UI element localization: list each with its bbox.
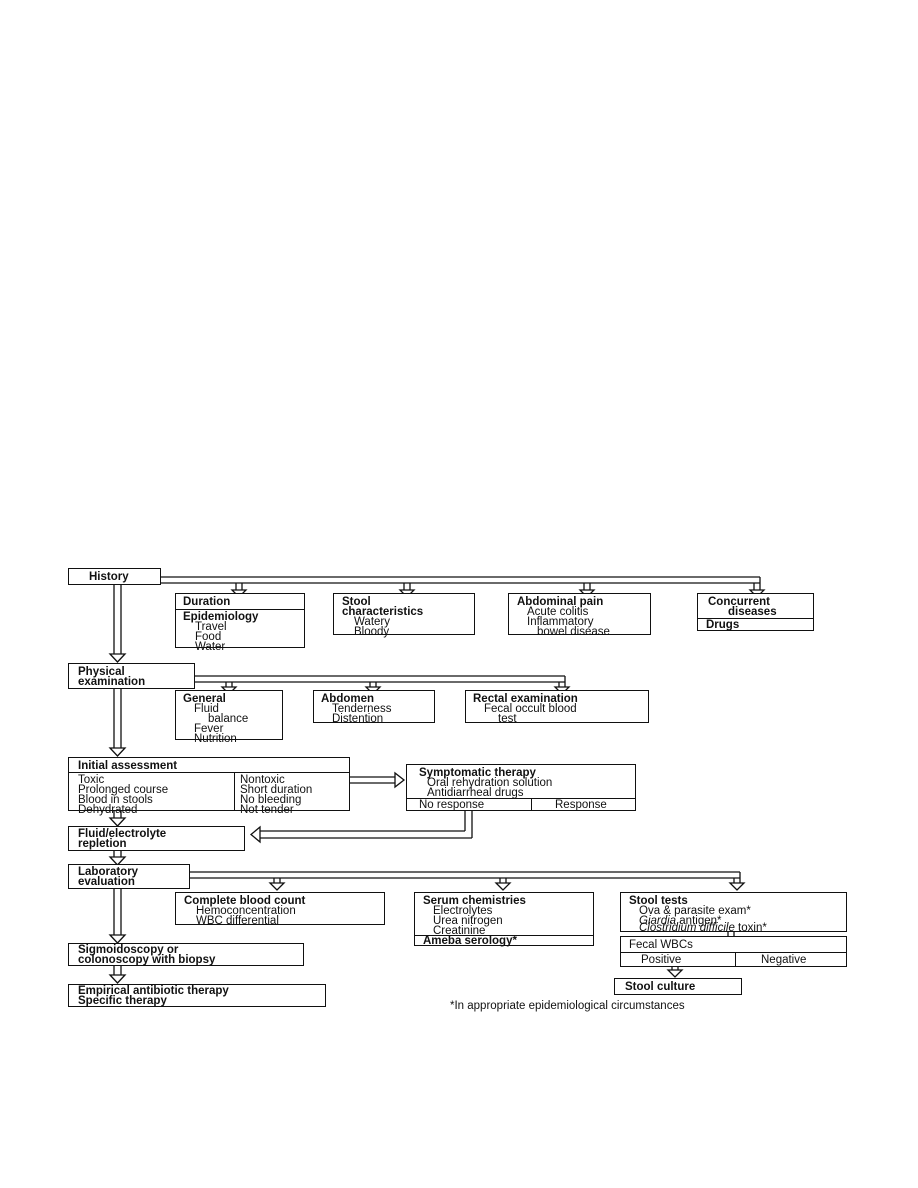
no-response-label: No response xyxy=(419,799,485,811)
cbc-title: Complete blood count xyxy=(184,895,306,907)
symptomatic-item-antidiarrheal: Antidiarrheal drugs xyxy=(427,787,524,799)
giardia-rest: antigen* xyxy=(676,915,722,927)
assessment-right-no-bleeding: No bleeding xyxy=(240,794,302,806)
abdomen-title: Abdomen xyxy=(321,693,375,705)
abdomen-item-distention: Distention xyxy=(332,713,384,725)
rectal-item-test: test xyxy=(498,713,517,725)
epidemiology-item-food: Food xyxy=(195,631,222,643)
assessment-right-nontoxic: Nontoxic xyxy=(240,774,285,786)
duration-title: Duration xyxy=(183,596,231,608)
general-item-fever: Fever xyxy=(194,723,224,735)
clostridium-italic: Clostridium difficile xyxy=(639,922,735,934)
stool-tests-title: Stool tests xyxy=(629,895,688,907)
rectal-exam-box: Rectal examination Fecal occult blood te… xyxy=(465,690,649,725)
stool-tests-box: Stool tests Ova & parasite exam* Giardia… xyxy=(620,892,847,934)
concurrent-title-1: Concurrent xyxy=(708,596,770,608)
abdominal-item-bowel-disease: bowel disease xyxy=(537,626,610,638)
general-item-nutrition: Nutrition xyxy=(194,733,237,745)
footnote: *In appropriate epidemiological circumst… xyxy=(450,1000,685,1012)
general-item-fluid: Fluid xyxy=(194,703,219,715)
concurrent-diseases-box: Concurrent diseases Drugs xyxy=(697,593,814,631)
stool-tests-ova: Ova & parasite exam* xyxy=(639,905,751,917)
history-box: History xyxy=(68,568,161,585)
initial-assessment-title: Initial assessment xyxy=(78,760,178,772)
fecal-wbc-box: Fecal WBCs Positive Negative xyxy=(620,936,847,967)
physical-exam-box: Physical examination xyxy=(68,663,195,689)
laboratory-label-1: Laboratory xyxy=(78,866,139,878)
stool-tests-clostridium: Clostridium difficile toxin* xyxy=(639,922,767,934)
assessment-right-not-tender: Not tender xyxy=(240,804,294,816)
initial-assessment-box: Initial assessment Toxic Prolonged cours… xyxy=(68,757,350,816)
serum-item-electrolytes: Electrolytes xyxy=(433,905,493,917)
general-item-balance: balance xyxy=(208,713,249,725)
rectal-title: Rectal examination xyxy=(473,693,578,705)
assessment-left-dehydrated: Dehydrated xyxy=(78,804,138,816)
rectal-item-fecal-occult: Fecal occult blood xyxy=(484,703,577,715)
duration-epidemiology-box: Duration Epidemiology Travel Food Water xyxy=(175,593,305,653)
stool-characteristics-box: Stool characteristics Watery Bloody xyxy=(333,593,475,638)
concurrent-title-2: diseases xyxy=(728,606,777,618)
cbc-item-hemo: Hemoconcentration xyxy=(196,905,296,917)
sigmoidoscopy-label-1: Sigmoidoscopy or xyxy=(78,944,179,956)
clostridium-rest: toxin* xyxy=(734,922,767,934)
sigmoidoscopy-box: Sigmoidoscopy or colonoscopy with biopsy xyxy=(68,943,304,966)
abdominal-item-inflammatory: Inflammatory xyxy=(527,616,594,628)
symptomatic-item-oral: Oral rehydration solution xyxy=(427,777,553,789)
symptomatic-title: Symptomatic therapy xyxy=(419,767,536,779)
epidemiology-item-travel: Travel xyxy=(195,621,227,633)
laboratory-label-2: evaluation xyxy=(78,876,135,888)
empirical-label-2: Specific therapy xyxy=(78,995,167,1007)
sigmoidoscopy-label-2: colonoscopy with biopsy xyxy=(78,954,216,966)
stool-culture-label: Stool culture xyxy=(625,981,696,993)
fecal-wbc-title: Fecal WBCs xyxy=(629,939,693,951)
general-title: General xyxy=(183,693,226,705)
response-label: Response xyxy=(555,799,607,811)
cbc-item-wbc: WBC differential xyxy=(196,915,279,927)
physical-exam-label-2: examination xyxy=(78,676,146,688)
abdominal-item-acute-colitis: Acute colitis xyxy=(527,606,589,618)
fluid-repletion-box: Fluid/electrolyte repletion xyxy=(68,826,245,851)
laboratory-box: Laboratory evaluation xyxy=(68,864,190,889)
fluid-label-2: repletion xyxy=(78,838,127,850)
cbc-box: Complete blood count Hemoconcentration W… xyxy=(175,892,385,927)
epidemiology-title: Epidemiology xyxy=(183,611,259,623)
stool-item-watery: Watery xyxy=(354,616,390,628)
history-label: History xyxy=(89,571,129,583)
assessment-right-short: Short duration xyxy=(240,784,313,796)
serum-title: Serum chemistries xyxy=(423,895,526,907)
symptomatic-therapy-box: Symptomatic therapy Oral rehydration sol… xyxy=(406,764,636,811)
assessment-left-prolonged: Prolonged course xyxy=(78,784,169,796)
giardia-italic: Giardia xyxy=(639,915,677,927)
assessment-left-toxic: Toxic xyxy=(78,774,105,786)
stool-characteristics-title-1: Stool xyxy=(342,596,371,608)
stool-culture-box: Stool culture xyxy=(614,978,742,995)
abdomen-item-tenderness: Tenderness xyxy=(332,703,392,715)
stool-tests-giardia: Giardia antigen* xyxy=(639,915,721,927)
ameba-serology-label: Ameba serology* xyxy=(423,935,517,947)
epidemiology-item-water: Water xyxy=(195,641,226,653)
drugs-label: Drugs xyxy=(706,619,740,631)
fluid-label-1: Fluid/electrolyte xyxy=(78,828,167,840)
serum-chemistries-box: Serum chemistries Electrolytes Urea nitr… xyxy=(414,892,594,947)
fecal-negative-label: Negative xyxy=(761,954,807,966)
general-box: General Fluid balance Fever Nutrition xyxy=(175,690,283,745)
serum-item-creatinine: Creatinine xyxy=(433,925,486,937)
stool-item-bloody: Bloody xyxy=(354,626,390,638)
serum-item-urea: Urea nitrogen xyxy=(433,915,503,927)
assessment-left-blood: Blood in stools xyxy=(78,794,153,806)
fecal-positive-label: Positive xyxy=(641,954,682,966)
physical-exam-label-1: Physical xyxy=(78,666,125,678)
abdominal-pain-title: Abdominal pain xyxy=(517,596,604,608)
abdominal-pain-box: Abdominal pain Acute colitis Inflammator… xyxy=(508,593,651,638)
empirical-label-1: Empirical antibiotic therapy xyxy=(78,985,229,997)
stool-characteristics-title-2: characteristics xyxy=(342,606,424,618)
empirical-therapy-box: Empirical antibiotic therapy Specific th… xyxy=(68,984,326,1007)
abdomen-box: Abdomen Tenderness Distention xyxy=(313,690,435,725)
